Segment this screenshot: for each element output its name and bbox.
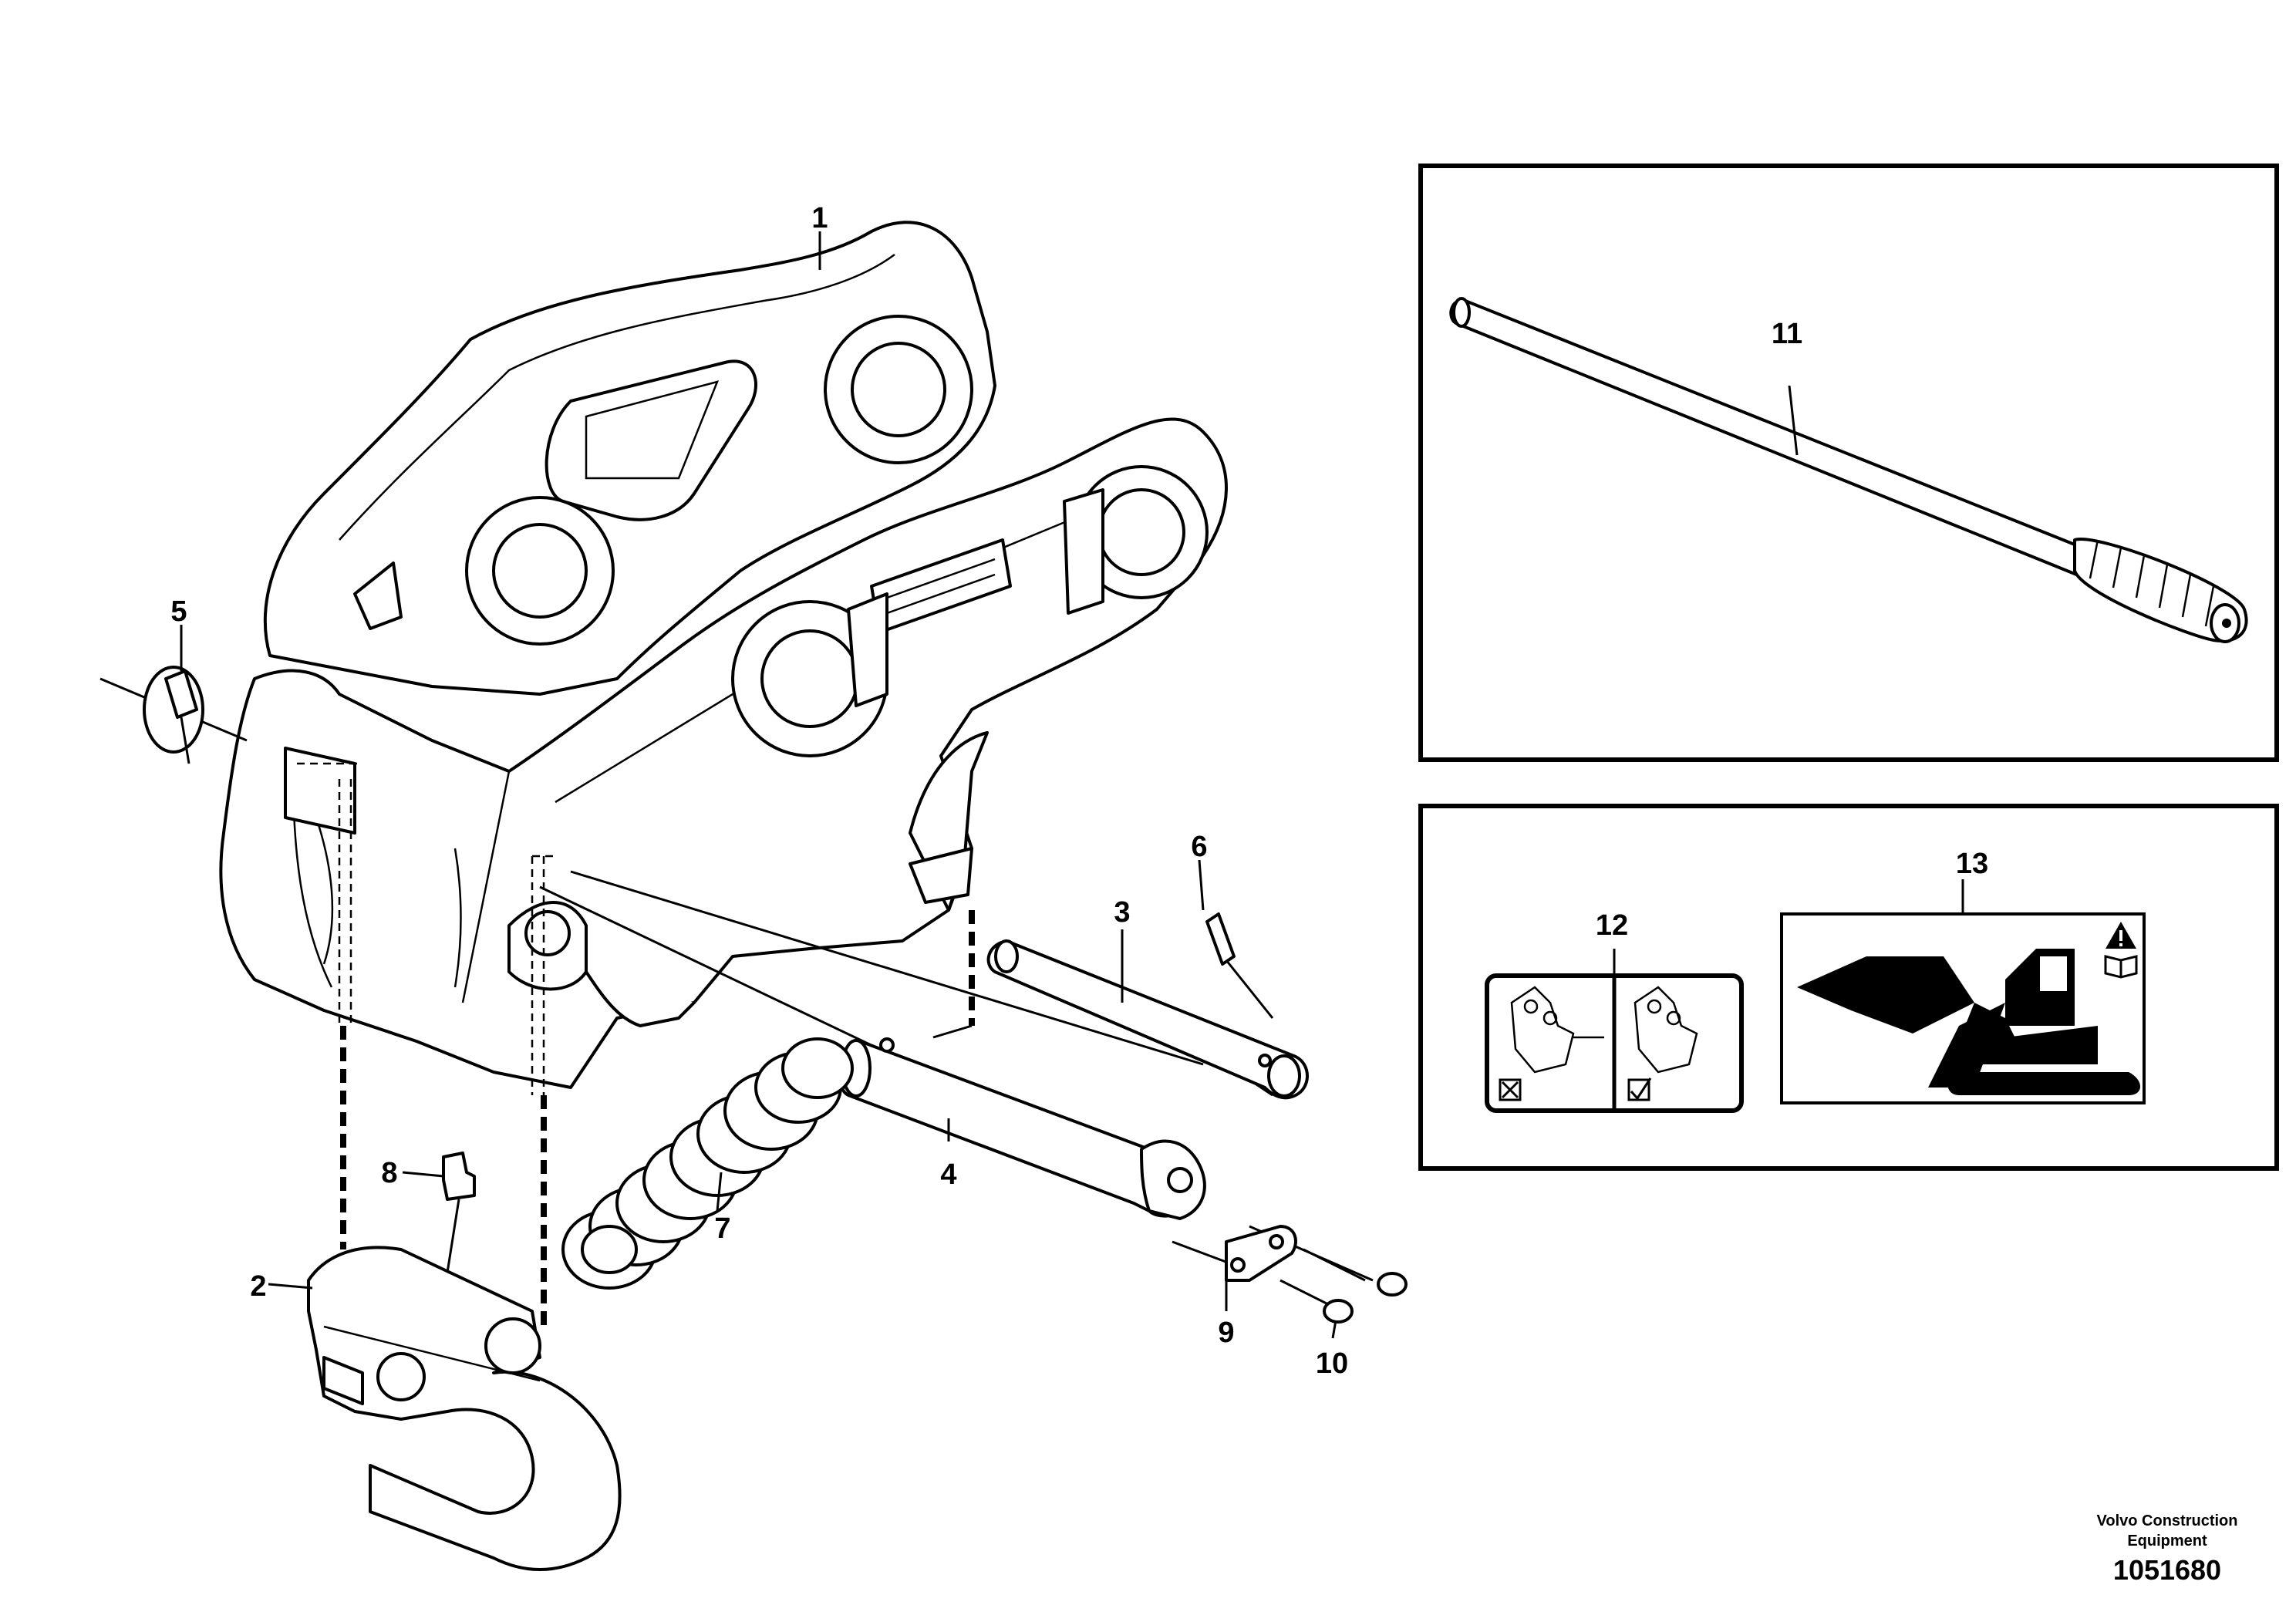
callout-2: 2 xyxy=(250,1270,266,1303)
pin-part-3 xyxy=(986,939,1309,1100)
leader-lines xyxy=(180,231,1337,1339)
callout-13: 13 xyxy=(1956,848,1988,880)
latch-part-2 xyxy=(307,1246,622,1571)
drawing-number: 1051680 xyxy=(2113,1554,2221,1586)
company-name-line2: Equipment xyxy=(2127,1533,2207,1549)
callout-8: 8 xyxy=(381,1157,397,1189)
lynch-pin-part-5 xyxy=(143,666,204,764)
footer: Volvo Construction Equipment 1051680 xyxy=(2097,1512,2238,1586)
callout-6: 6 xyxy=(1191,831,1207,863)
callout-5: 5 xyxy=(170,595,187,628)
callout-1: 1 xyxy=(811,202,828,234)
callout-9: 9 xyxy=(1218,1317,1234,1349)
callout-10: 10 xyxy=(1316,1347,1348,1380)
tool-part-11 xyxy=(1449,297,2248,643)
callout-11: 11 xyxy=(1772,318,1802,350)
quick-coupler-body xyxy=(219,221,1228,1089)
manual-book-icon xyxy=(2104,955,2138,979)
company-name-line1: Volvo Construction xyxy=(2097,1512,2238,1529)
callout-4: 4 xyxy=(940,1158,956,1191)
callout-7: 7 xyxy=(714,1212,730,1245)
decal-part-12 xyxy=(1485,949,1744,1113)
tool-detail-frame xyxy=(1418,164,2279,762)
grease-nipple-part-8 xyxy=(442,1152,476,1273)
hidden-lines xyxy=(297,762,555,1095)
screws-part-10 xyxy=(1323,1272,1408,1324)
decal-part-13 xyxy=(1780,879,2146,1104)
callout-12: 12 xyxy=(1596,909,1628,942)
plate-part-9 xyxy=(1225,1225,1297,1282)
spring-part-7 xyxy=(561,1037,854,1290)
decals-detail-frame xyxy=(1418,804,2279,1171)
callout-3: 3 xyxy=(1114,896,1130,929)
roll-pin-part-6 xyxy=(1205,912,1274,1019)
callout-labels: 1 2 3 4 5 6 7 8 9 10 11 12 13 xyxy=(170,202,1988,1380)
pin-part-4 xyxy=(838,1037,1206,1220)
